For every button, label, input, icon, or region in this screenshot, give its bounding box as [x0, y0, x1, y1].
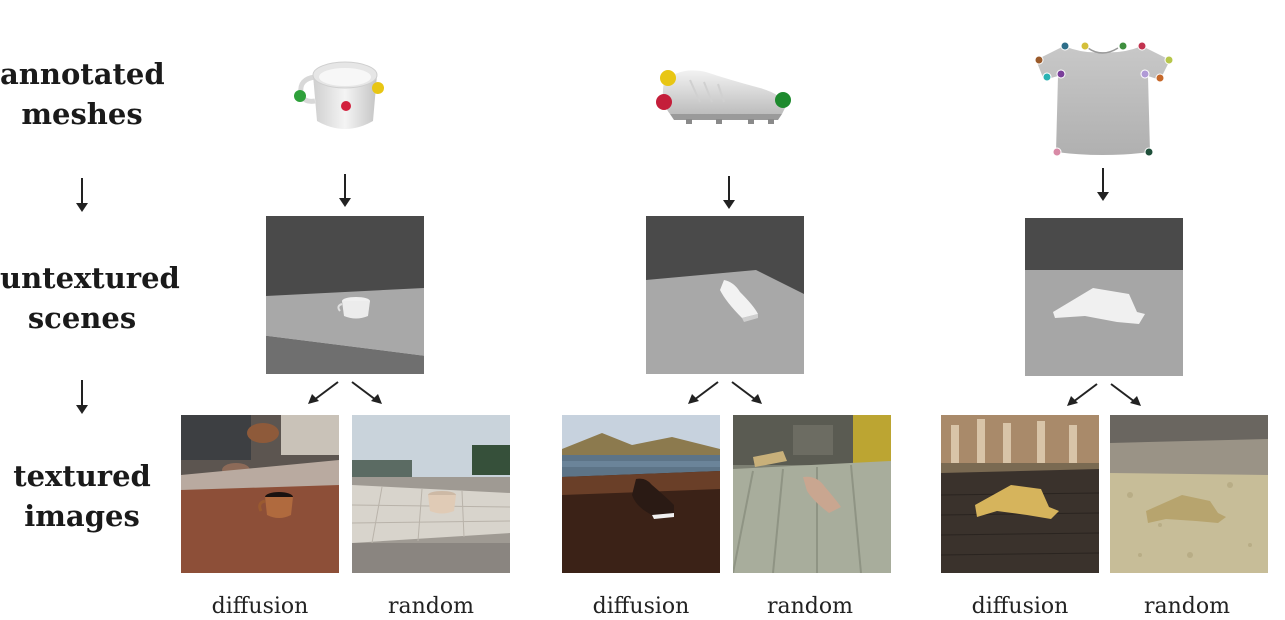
keypoint-pink	[1052, 147, 1062, 157]
untextured-scene-shoe	[646, 216, 804, 374]
row-label-line-1: annotated	[0, 57, 165, 91]
keypoint-red	[1137, 41, 1147, 51]
keypoint-green	[294, 90, 306, 102]
textured-image-mug-diffusion	[181, 415, 339, 573]
shirt-mesh	[1034, 41, 1174, 157]
keypoint-orange	[1155, 73, 1165, 83]
caption-random-shirt: random	[1144, 594, 1230, 619]
row-label-annotated-meshes: annotated meshes	[0, 54, 165, 134]
caption-diffusion-shoe: diffusion	[592, 594, 690, 619]
row-label-line-2: images	[24, 499, 140, 533]
keypoint-cyan	[1042, 72, 1052, 82]
keypoint-lilac	[1140, 69, 1150, 79]
keypoint-green	[775, 92, 791, 108]
keypoint-red	[656, 94, 672, 110]
untextured-scene-mug	[266, 216, 424, 374]
textured-image-shoe-random	[733, 415, 891, 573]
keypoint-yellow	[660, 70, 676, 86]
scene-split-arrows-mug	[308, 381, 382, 404]
row-arrow-1	[76, 178, 88, 212]
keypoint-yellow	[1080, 41, 1090, 51]
textured-image-mug-random	[352, 415, 510, 573]
scene-split-arrows-shoe	[688, 381, 762, 404]
keypoint-darkgreen	[1144, 147, 1154, 157]
row-label-line-2: scenes	[27, 301, 137, 335]
keypoint-purple	[1056, 69, 1066, 79]
untextured-scene-shirt	[1025, 218, 1183, 376]
textured-image-shoe-diffusion	[562, 415, 720, 573]
row-arrow-2	[76, 380, 88, 414]
caption-random-mug: random	[388, 594, 474, 619]
caption-diffusion-shirt: diffusion	[971, 594, 1069, 619]
row-label-untextured-scenes: untextured scenes	[0, 258, 180, 338]
mesh-to-scene-arrow-shirt	[1097, 168, 1109, 201]
shoe-mesh	[656, 70, 791, 124]
scene-split-arrows-shirt	[1067, 383, 1141, 406]
row-label-line-1: textured	[13, 459, 151, 493]
caption-diffusion-mug: diffusion	[211, 594, 309, 619]
keypoint-teal	[1060, 41, 1070, 51]
mesh-to-scene-arrow-mug	[339, 174, 351, 207]
keypoint-brown	[1034, 55, 1044, 65]
keypoint-green	[1118, 41, 1128, 51]
mug-mesh	[294, 61, 384, 129]
textured-image-shirt-diffusion	[941, 415, 1099, 573]
keypoint-lime	[1164, 55, 1174, 65]
caption-random-shoe: random	[767, 594, 853, 619]
row-label-line-1: untextured	[0, 261, 180, 295]
keypoint-yellow	[372, 82, 384, 94]
row-label-line-2: meshes	[21, 97, 143, 131]
textured-image-shirt-random	[1110, 415, 1268, 573]
mesh-to-scene-arrow-shoe	[723, 176, 735, 209]
keypoint-red	[341, 101, 351, 111]
row-label-textured-images: textured images	[0, 456, 164, 536]
